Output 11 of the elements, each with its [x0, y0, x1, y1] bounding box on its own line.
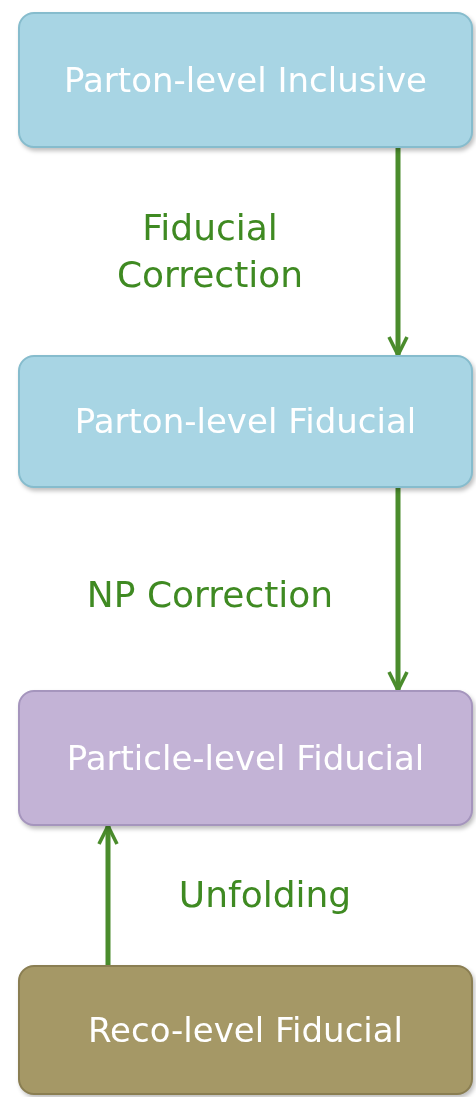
process-box	[18, 355, 473, 488]
arrow	[387, 148, 409, 357]
box-label: Parton-level Inclusive	[64, 58, 427, 102]
box-label: Parton-level Fiducial	[74, 400, 417, 443]
box-label: Particle-level Fiducial	[66, 736, 425, 780]
arrow	[97, 824, 119, 965]
process-box	[18, 965, 473, 1095]
arrow	[387, 488, 409, 692]
process-box	[18, 12, 473, 148]
process-box	[18, 690, 473, 826]
box-label: Reco-level Fiducial	[87, 1008, 404, 1052]
